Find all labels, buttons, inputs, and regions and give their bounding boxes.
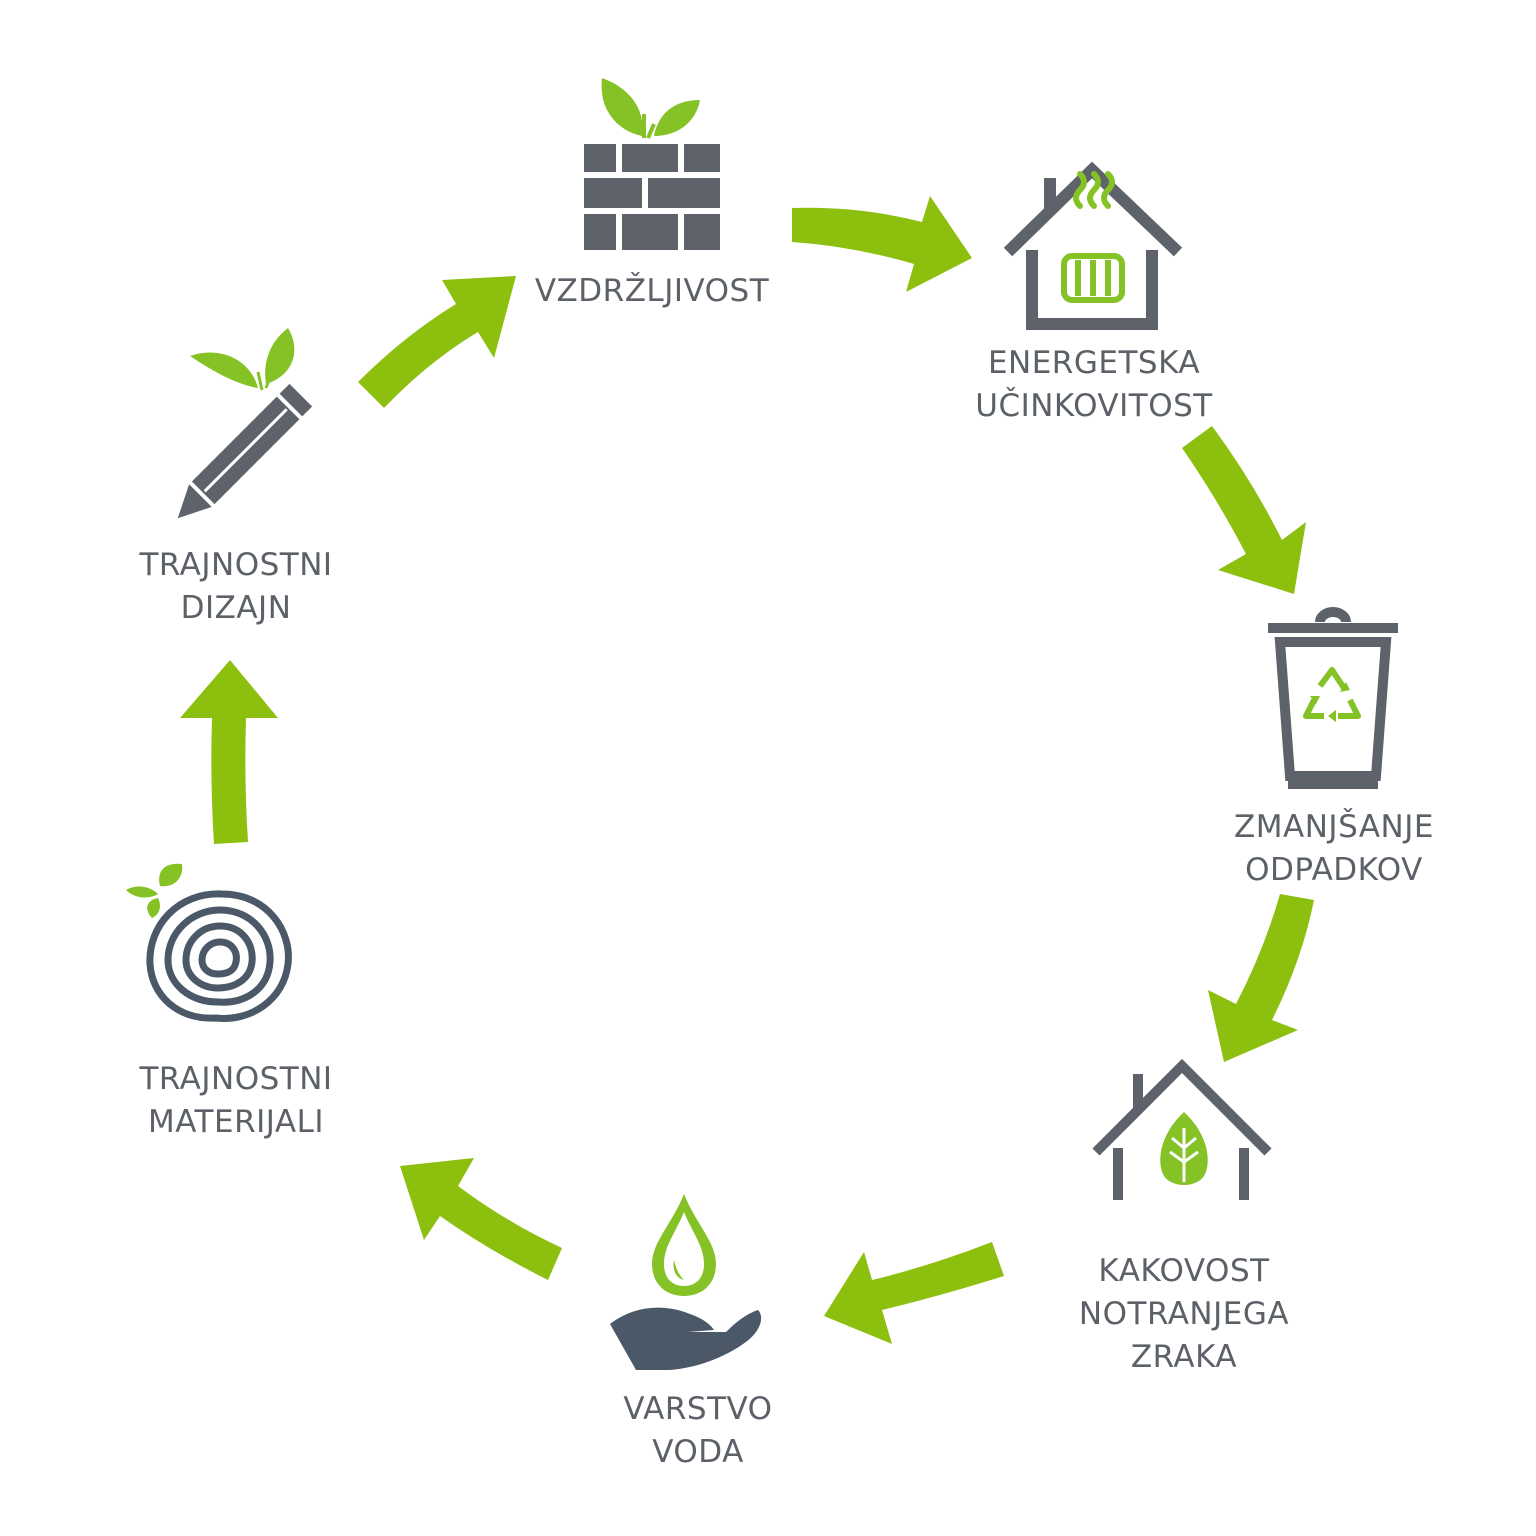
label-air-line-1: KAKOVOST	[1098, 1253, 1270, 1289]
label-design-line-1: TRAJNOSTNI	[139, 547, 333, 583]
label-durability-line-1: VZDRŽLJIVOST	[534, 273, 770, 309]
label-waste-reduction: ZMANJŠANJE ODPADKOV	[1234, 806, 1434, 892]
label-water-line-2: VODA	[652, 1434, 744, 1470]
pencil-with-sprout-icon	[177, 328, 313, 519]
label-waste-line-1: ZMANJŠANJE	[1234, 809, 1434, 845]
label-materials-line-2: MATERIJALI	[148, 1104, 324, 1140]
brick-wall-with-sprout-icon	[584, 78, 720, 250]
house-with-radiator-icon	[1003, 161, 1183, 330]
label-energy-line-1: ENERGETSKA	[987, 345, 1201, 381]
label-air-line-2: NOTRANJEGA	[1078, 1296, 1290, 1332]
label-indoor-air-quality: KAKOVOST NOTRANJEGA ZRAKA	[1079, 1250, 1289, 1379]
label-durability: VZDRŽLJIVOST	[535, 270, 769, 313]
recycle-bin-icon	[1268, 607, 1398, 789]
label-energy-line-2: UČINKOVITOST	[975, 388, 1213, 424]
label-materials-line-1: TRAJNOSTNI	[139, 1061, 333, 1097]
label-sustainable-materials: TRAJNOSTNI MATERIJALI	[139, 1058, 332, 1144]
label-energy-efficiency: ENERGETSKA UČINKOVITOST	[975, 342, 1212, 428]
label-air-line-3: ZRAKA	[1130, 1339, 1238, 1375]
house-with-leaf-icon	[1092, 1058, 1272, 1200]
label-sustainable-design: TRAJNOSTNI DIZAJN	[139, 544, 332, 630]
label-water-conservation: VARSTVO VODA	[623, 1388, 772, 1474]
tree-rings-icon	[126, 863, 292, 1022]
label-water-line-1: VARSTVO	[623, 1391, 773, 1427]
label-waste-line-2: ODPADKOV	[1245, 852, 1423, 888]
label-design-line-2: DIZAJN	[180, 590, 292, 626]
hand-with-water-drop-icon	[610, 1194, 762, 1370]
